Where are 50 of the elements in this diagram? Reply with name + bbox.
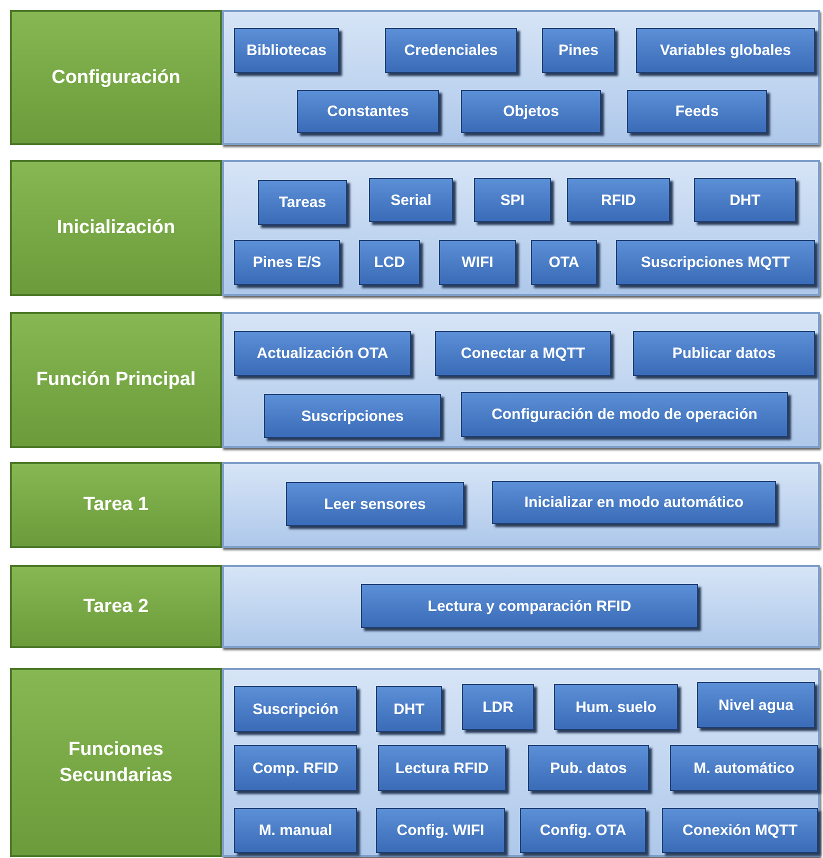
item-box: Publicar datos [633, 331, 815, 376]
item-box: Conectar a MQTT [435, 331, 611, 376]
item-box: SPI [474, 178, 551, 222]
item-box: Tareas [258, 180, 347, 225]
item-box: Pub. datos [528, 745, 649, 791]
item-box: Comp. RFID [234, 745, 357, 791]
section-panel [222, 462, 820, 548]
section-label: Inicialización [10, 160, 222, 296]
section-panel [222, 160, 820, 296]
item-box: Suscripción [234, 686, 357, 732]
item-box: Config. WIFI [376, 808, 505, 853]
section-label: Tarea 1 [10, 462, 222, 548]
item-box: Serial [369, 178, 453, 222]
item-box: Feeds [627, 90, 767, 133]
item-box: Inicializar en modo automático [492, 481, 776, 524]
item-box: Lectura y comparación RFID [361, 584, 698, 628]
section-label: Tarea 2 [10, 565, 222, 648]
item-box: Objetos [461, 90, 601, 133]
item-box: Conexión MQTT [662, 808, 818, 853]
section-panel [222, 668, 820, 857]
item-box: Configuración de modo de operación [461, 392, 788, 437]
item-box: OTA [531, 240, 597, 285]
item-box: DHT [694, 178, 796, 222]
item-box: WIFI [439, 240, 516, 285]
item-box: M. manual [234, 808, 357, 853]
item-box: Config. OTA [520, 808, 646, 853]
item-box: RFID [567, 178, 670, 222]
item-box: Nivel agua [697, 682, 815, 728]
item-box: Pines [542, 28, 615, 73]
item-box: Pines E/S [234, 240, 340, 285]
item-box: Lectura RFID [378, 745, 506, 791]
item-box: M. automático [670, 745, 818, 791]
section-label: Función Principal [10, 312, 222, 448]
section-label: Funciones Secundarias [10, 668, 222, 857]
item-box: Bibliotecas [234, 28, 339, 73]
item-box: Hum. suelo [554, 684, 678, 730]
section-panel [222, 565, 820, 648]
section-panel [222, 312, 820, 448]
item-box: Constantes [297, 90, 439, 133]
item-box: DHT [376, 686, 442, 732]
item-box: Suscripciones [264, 394, 441, 438]
item-box: LDR [462, 684, 534, 730]
item-box: Variables globales [636, 28, 815, 73]
item-box: Suscripciones MQTT [616, 240, 815, 285]
item-box: Leer sensores [286, 482, 464, 526]
section-panel [222, 10, 820, 145]
item-box: Credenciales [385, 28, 517, 73]
section-label: Configuración [10, 10, 222, 145]
item-box: Actualización OTA [234, 331, 411, 376]
item-box: LCD [359, 240, 420, 285]
